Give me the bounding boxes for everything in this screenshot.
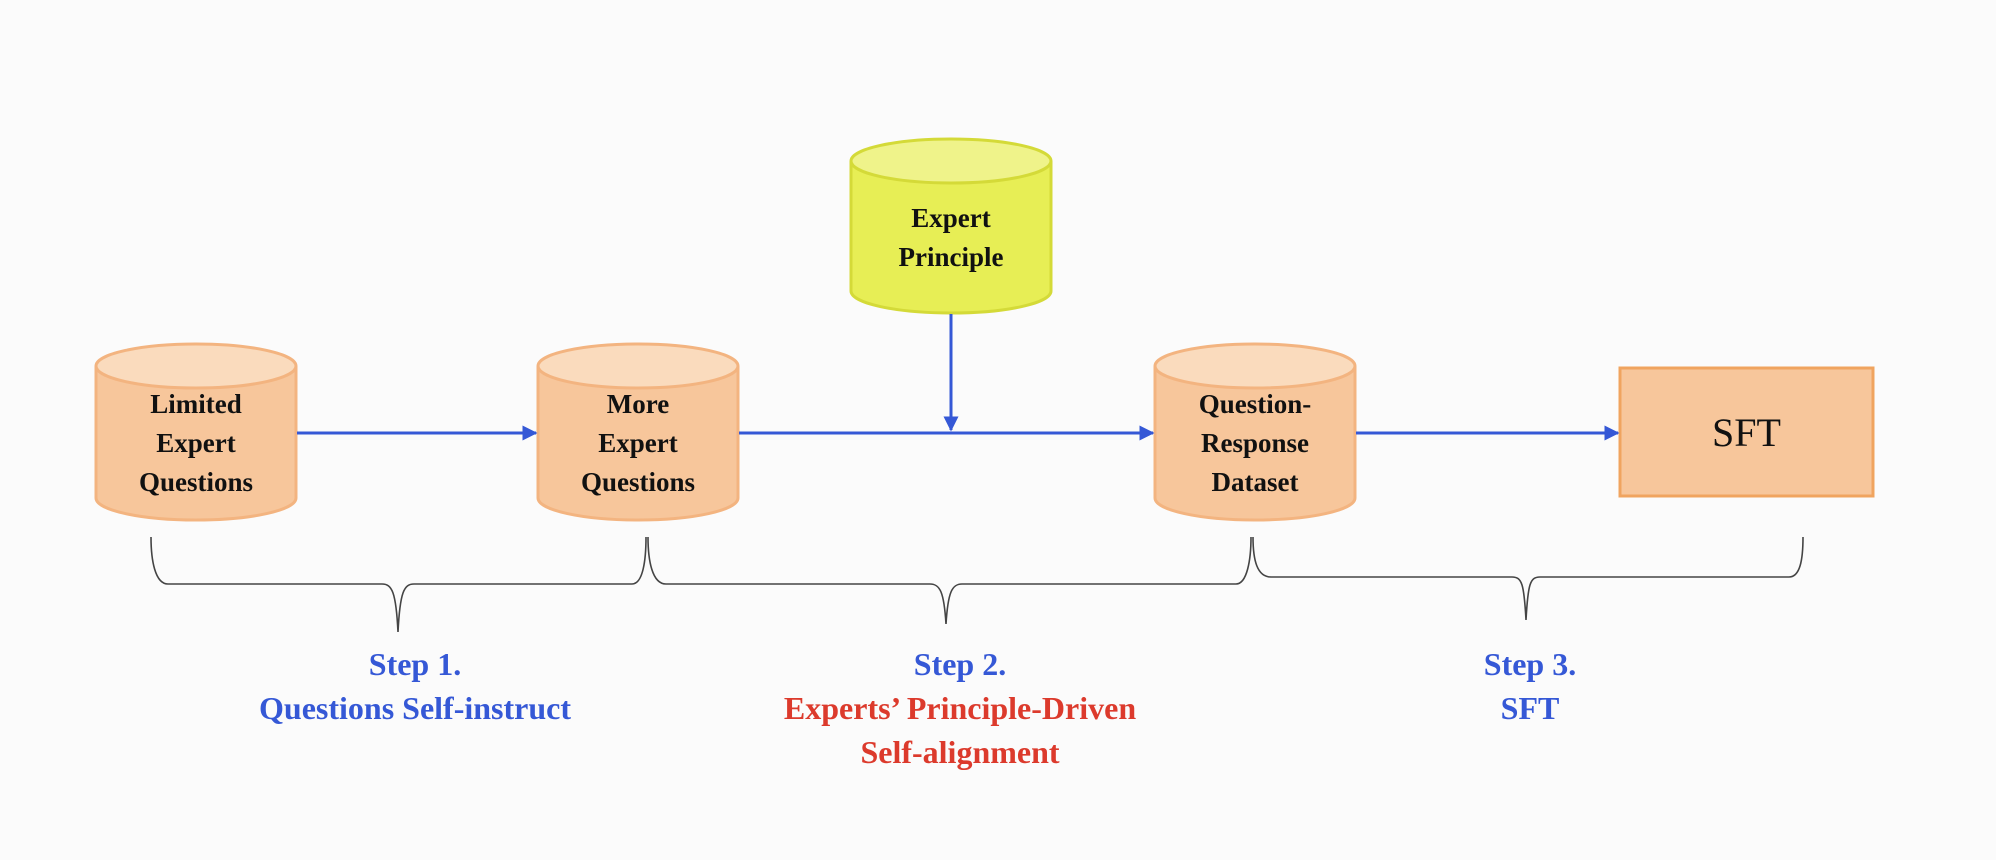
- node-dataset-line2: Response: [1200, 427, 1309, 458]
- step-1-caption: Step 1. Questions Self-instruct: [200, 642, 630, 730]
- node-more-line3: Questions: [580, 466, 696, 497]
- node-limited-line3: Questions: [138, 466, 254, 497]
- brace-step-3: [1252, 536, 1804, 621]
- node-question-response-dataset: Question- Response Dataset: [1155, 384, 1355, 502]
- node-more-line1: More: [606, 388, 670, 419]
- brace-step-1: [150, 536, 647, 633]
- node-dataset-line3: Dataset: [1211, 466, 1299, 497]
- step-3-caption: Step 3. SFT: [1380, 642, 1680, 730]
- step-1-title: Questions Self-instruct: [259, 690, 571, 726]
- node-sft-label: SFT: [1712, 409, 1781, 455]
- step-3-title: SFT: [1500, 690, 1560, 726]
- cylinder-limited-expert-questions: [94, 342, 298, 522]
- cylinder-question-response-dataset: [1153, 342, 1357, 522]
- node-more-line2: Expert: [598, 427, 678, 458]
- step-2-caption: Step 2. Experts’ Principle-Driven Self-a…: [730, 642, 1190, 774]
- step-3-heading: Step 3.: [1483, 646, 1577, 682]
- node-principle-line1: Expert: [911, 203, 991, 233]
- step-2-title-line2: Self-alignment: [860, 734, 1060, 770]
- brace-step-2: [647, 536, 1252, 625]
- node-limited-line2: Expert: [156, 427, 236, 458]
- node-dataset-line1: Question-: [1198, 388, 1312, 419]
- node-more-expert-questions: More Expert Questions: [538, 384, 738, 502]
- cylinder-expert-principle: [849, 137, 1053, 315]
- node-limited-expert-questions: Limited Expert Questions: [96, 384, 296, 502]
- node-principle-line2: Principle: [898, 242, 1004, 272]
- step-1-heading: Step 1.: [368, 646, 462, 682]
- step-2-heading: Step 2.: [913, 646, 1007, 682]
- node-limited-line1: Limited: [150, 388, 242, 419]
- node-expert-principle: Expert Principle: [851, 198, 1051, 278]
- cylinder-more-expert-questions: [536, 342, 740, 522]
- step-2-title-line1: Experts’ Principle-Driven: [783, 690, 1137, 726]
- sft-box: [1618, 366, 1875, 498]
